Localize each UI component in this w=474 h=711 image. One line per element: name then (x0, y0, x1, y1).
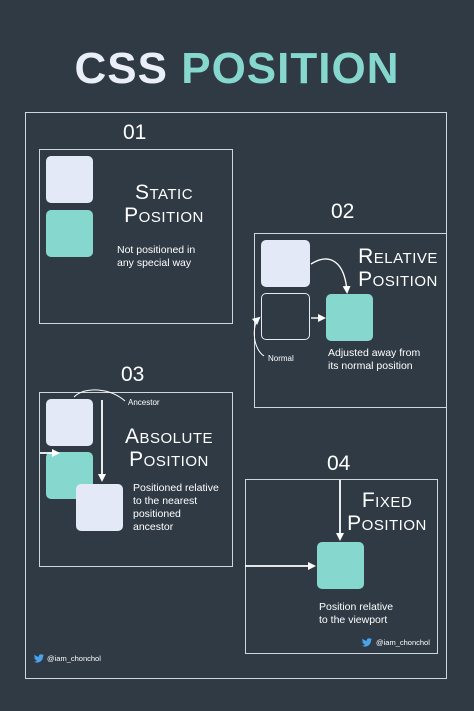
absolute-heading: Absolute Position (119, 425, 219, 471)
relative-normal-outline-box (261, 293, 310, 340)
fixed-desc-line2: to the viewport (319, 614, 388, 626)
static-desc-line2: any special way (117, 257, 192, 269)
absolute-desc-line3: positioned (133, 508, 181, 520)
handle-right[interactable]: @iam_chonchol (376, 638, 430, 647)
static-desc-line1: Not positioned in (117, 244, 196, 256)
static-light-box (46, 156, 93, 203)
static-heading-line1: Static (134, 181, 194, 204)
static-heading-line2: Position (124, 204, 204, 227)
relative-heading-line1: Relative (358, 245, 438, 268)
relative-number: 02 (331, 200, 355, 223)
absolute-heading-line1: Absolute (124, 425, 214, 448)
absolute-heading-line2: Position (129, 448, 209, 471)
title-word-position: POSITION (181, 44, 400, 93)
static-frame (39, 149, 233, 324)
fixed-description: Position relative to the viewport (319, 601, 393, 627)
relative-teal-box (326, 294, 373, 341)
twitter-bird-icon-left (34, 654, 44, 663)
static-number: 01 (123, 121, 147, 144)
fixed-number: 04 (327, 452, 351, 475)
fixed-heading-line2: Position (347, 512, 427, 535)
static-description: Not positioned in any special way (117, 244, 195, 270)
relative-normal-label: Normal (268, 354, 294, 363)
relative-heading: Relative Position (352, 245, 444, 291)
relative-curve-arrow (310, 258, 351, 294)
relative-description: Adjusted away from its normal position (328, 347, 420, 373)
relative-light-box (261, 240, 310, 287)
fixed-desc-line1: Position relative (319, 601, 394, 613)
fixed-heading-line1: Fixed (361, 489, 413, 512)
absolute-frame (39, 392, 233, 567)
title-word-css: CSS (74, 44, 168, 93)
absolute-description: Positioned relative to the nearest posit… (133, 482, 219, 534)
absolute-desc-line4: ancestor (133, 521, 174, 533)
relative-desc-line1: Adjusted away from (328, 347, 421, 359)
absolute-desc-line1: Positioned relative (133, 482, 219, 494)
relative-heading-line2: Position (358, 268, 438, 291)
static-heading: Static Position (114, 181, 214, 227)
absolute-desc-line2: to the nearest (133, 495, 198, 507)
absolute-number: 03 (121, 363, 145, 386)
absolute-ancestor-box (46, 399, 93, 446)
absolute-ancestor-label: Ancestor (128, 398, 160, 407)
twitter-bird-icon-right (362, 638, 372, 647)
absolute-positioned-box (76, 484, 123, 531)
fixed-heading: Fixed Position (343, 489, 431, 535)
static-teal-box (46, 210, 93, 257)
fixed-teal-box (317, 542, 364, 589)
relative-normal-pointer (251, 316, 265, 357)
absolute-ancestor-pointer (73, 389, 126, 402)
relative-desc-line2: its normal position (328, 360, 413, 372)
handle-left[interactable]: @iam_chonchol (47, 654, 101, 663)
page-title: CSS POSITION (0, 44, 474, 94)
